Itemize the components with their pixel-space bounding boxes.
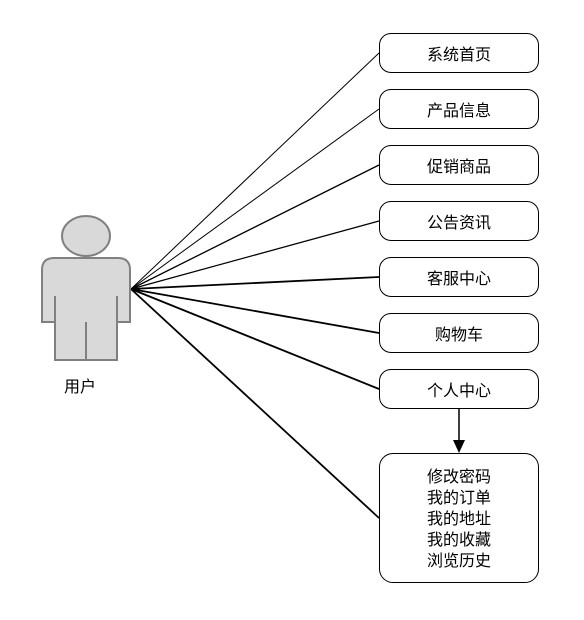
use-case-shopping-cart: 购物车	[379, 313, 539, 353]
use-case-promotions: 促销商品	[379, 145, 539, 185]
detail-item-my-orders: 我的订单	[426, 487, 491, 507]
detail-item-my-addresses: 我的地址	[426, 508, 491, 528]
association-lines	[130, 52, 380, 519]
association-line-1	[130, 52, 380, 290]
actor-label: 用户	[64, 377, 97, 396]
association-line-6	[130, 288, 380, 334]
association-line-7	[130, 288, 380, 390]
detail-item-browsing-history: 浏览历史	[426, 550, 491, 570]
detail-item-my-favorites: 我的收藏	[426, 529, 491, 549]
personal-center-details: 修改密码 我的订单 我的地址 我的收藏 浏览历史	[379, 453, 539, 583]
user-actor-icon	[41, 215, 131, 361]
use-case-product-info: 产品信息	[379, 89, 539, 129]
use-case-home: 系统首页	[379, 33, 539, 73]
include-arrow	[453, 409, 465, 453]
association-line-8	[130, 288, 380, 519]
association-line-3	[130, 164, 380, 290]
use-case-announcements: 公告资讯	[379, 201, 539, 241]
use-case-customer-service: 客服中心	[379, 257, 539, 297]
association-line-4	[130, 220, 380, 290]
association-line-2	[130, 108, 380, 290]
detail-item-change-password: 修改密码	[426, 466, 491, 486]
association-line-5	[130, 276, 380, 290]
use-case-personal-center: 个人中心	[379, 369, 539, 409]
